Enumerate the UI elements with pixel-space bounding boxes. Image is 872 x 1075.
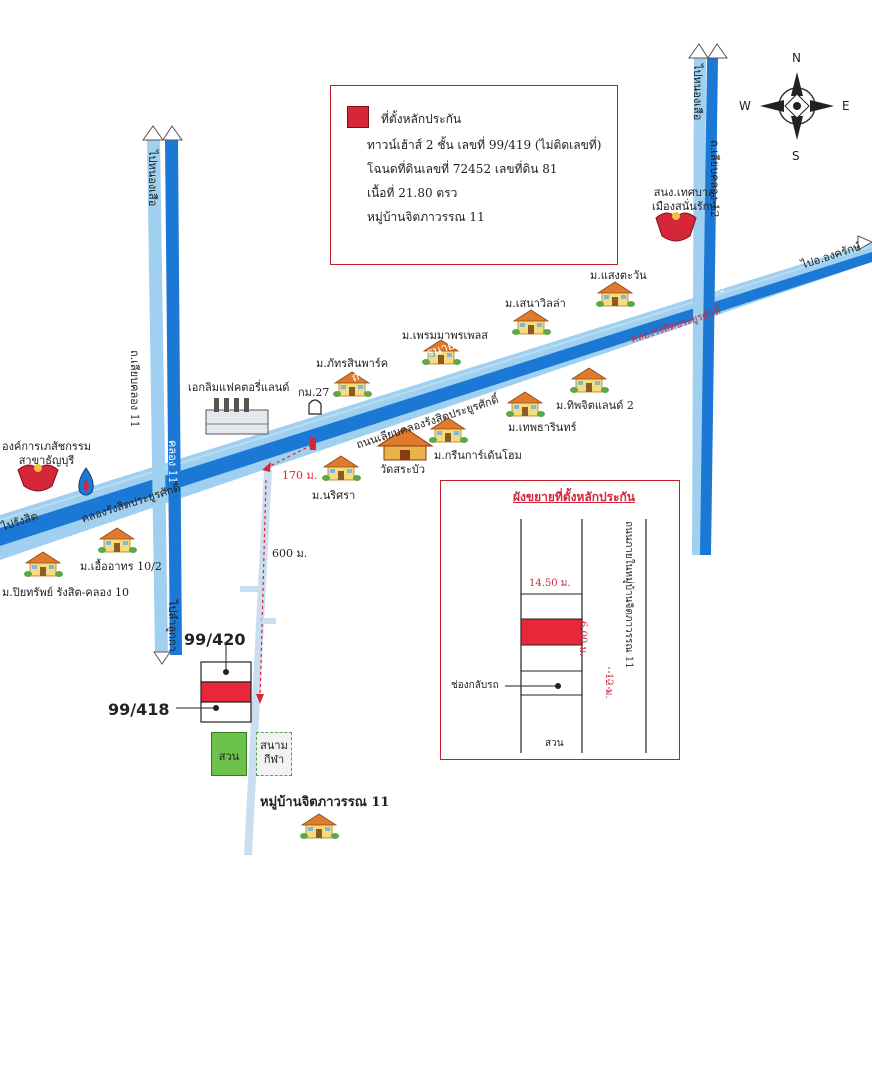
khlong11-top-label: ไปหนองเสือ bbox=[146, 150, 159, 207]
village-saengtawan-label: ม.แสงตะวัน bbox=[590, 269, 647, 282]
village-jit-label: หมู่บ้านจิตภาวรรณ 11 bbox=[260, 795, 390, 810]
water-drop-icon bbox=[78, 467, 94, 496]
legend-line-3: เนื้อที่ 21.80 ตรว bbox=[367, 186, 458, 200]
khlong12-label: คลอง 12 bbox=[713, 250, 726, 294]
house-icon bbox=[97, 527, 138, 554]
side-street-1 bbox=[240, 586, 262, 592]
dist-170-line bbox=[265, 444, 313, 469]
house-icon bbox=[23, 551, 64, 578]
village-road bbox=[244, 470, 272, 855]
house-icon bbox=[299, 813, 340, 840]
pharma-label: องค์การเภสัชกรรม สาขาธัญบุรี bbox=[2, 440, 91, 468]
dist-170-arrow bbox=[262, 462, 271, 472]
sports-box: สนาม กีฬา bbox=[256, 732, 292, 776]
legend-line-4: หมู่บ้านจิตภาวรรณ 11 bbox=[367, 210, 485, 224]
village-thep-label: ม.เทพธารินทร์ bbox=[508, 421, 577, 434]
khlong11-road-label: ถ.เลียบคลอง 11 bbox=[128, 350, 141, 428]
legend-line-2: โฉนดที่ดินเลขที่ 72452 เลขที่ดิน 81 bbox=[367, 162, 558, 176]
legend-box: ที่ตั้งหลักประกัน ทาวน์เฮ้าส์ 2 ชั้น เลข… bbox=[330, 85, 618, 265]
house-icon bbox=[511, 309, 552, 336]
factory-label: เอกลิมแฟคตอรี่แลนด์ bbox=[188, 381, 290, 394]
inset-title: ผังขยายที่ตั้งหลักประกัน bbox=[513, 490, 635, 504]
village-sena-label: ม.เสนาวิลล่า bbox=[505, 297, 566, 310]
legend-line-1: ทาวน์เฮ้าส์ 2 ชั้น เลขที่ 99/419 (ไม่ติด… bbox=[367, 138, 602, 152]
house-icon bbox=[569, 367, 610, 394]
factory-icon bbox=[205, 398, 269, 435]
khlong11-road bbox=[147, 140, 182, 655]
house-icon bbox=[595, 281, 636, 308]
khlong12-top-label: ไปหนองเสือ bbox=[691, 64, 704, 121]
house-icon bbox=[321, 455, 362, 482]
khlong12-road bbox=[692, 58, 718, 555]
compass-s: S bbox=[792, 149, 800, 163]
unit-bottom-label: 99/418 bbox=[108, 700, 170, 719]
municipal-label: สนง.เทศบาล เมืองสนั่นรักษ์ bbox=[652, 186, 717, 214]
unit-99-418[interactable] bbox=[200, 701, 252, 723]
inset-road-name-label: ถนนภายในหมู่บ้านจิตภาวรรณ 11 bbox=[623, 521, 634, 669]
compass-n: N bbox=[792, 51, 801, 65]
inset-return-lane-label: ช่องกลับรถ bbox=[451, 680, 499, 691]
khlong12-arrow-right bbox=[707, 43, 728, 59]
inset-box: ผังขยายที่ตั้งหลักประกัน 14.50 ม. 6.00 ม… bbox=[440, 480, 680, 760]
inset-width-label: 14.50 ม. bbox=[529, 578, 571, 589]
unit-top-label: 99/420 bbox=[184, 630, 246, 649]
village-phrom-label: ม.เพรมมาพรเพลส bbox=[402, 329, 488, 342]
dist-170-label: 170 ม. bbox=[282, 469, 318, 482]
inset-depth-label: 6.00 ม. bbox=[577, 621, 588, 657]
side-street-2 bbox=[262, 618, 276, 624]
village-phatsin-label: ม.ภัทรสินพาร์ค bbox=[316, 357, 389, 370]
garden-label: สวน bbox=[218, 750, 240, 763]
house-icon bbox=[505, 391, 546, 418]
khlong12-arrow-left bbox=[688, 43, 709, 59]
inset-road-width-label: 12 ม. bbox=[603, 673, 614, 699]
dist-600-line bbox=[259, 479, 267, 701]
km-post-icon bbox=[308, 399, 322, 415]
village-narisara-label: ม.นริศรา bbox=[312, 489, 356, 502]
dist-600-arrow-bottom bbox=[256, 694, 264, 704]
unit-99-419[interactable] bbox=[200, 681, 252, 703]
khlong11-arrow-bottom bbox=[153, 651, 171, 665]
village-green-label: ม.กรีนการ์เด้นโฮม bbox=[434, 449, 522, 462]
khlong11-label: คลอง 11 bbox=[166, 440, 179, 484]
compass-icon bbox=[760, 72, 834, 140]
unit-99-418-dot bbox=[213, 705, 219, 711]
garuda-emblem-pharma bbox=[17, 464, 59, 492]
khlong11-bottom-label: ไปลำลูกกา bbox=[166, 600, 179, 652]
inset-drawing bbox=[505, 519, 647, 753]
junction-marker bbox=[310, 438, 316, 450]
legend-title: ที่ตั้งหลักประกัน bbox=[381, 112, 462, 126]
garuda-emblem-municipal bbox=[655, 212, 697, 242]
temple-icon bbox=[376, 427, 434, 461]
km27-label: กม.27 bbox=[298, 386, 330, 399]
compass-w: W bbox=[739, 99, 751, 113]
sports-label: สนาม กีฬา bbox=[260, 739, 288, 767]
khlong11-arrow-top-right bbox=[162, 125, 183, 141]
village-thipchit-label: ม.ทิพจิตแลนด์ 2 bbox=[556, 399, 634, 412]
legend-swatch bbox=[347, 106, 369, 128]
village-piyasap-label: ม.ปิยทรัพย์ รังสิต-คลอง 10 bbox=[2, 586, 129, 599]
village-uea-label: ม.เอื้ออาทร 10/2 bbox=[80, 560, 162, 573]
ongkharak-arrow bbox=[857, 235, 872, 251]
garden-box: สวน bbox=[211, 732, 247, 776]
khlong11-arrow-top-left bbox=[142, 125, 164, 141]
inset-garden-label: สวน bbox=[545, 738, 564, 749]
unit-99-420-dot bbox=[223, 669, 229, 675]
temple-label: วัดสระบัว bbox=[380, 463, 426, 476]
main-road bbox=[0, 242, 872, 560]
dist-600-label: 600 ม. bbox=[272, 547, 308, 560]
compass-e: E bbox=[842, 99, 850, 113]
